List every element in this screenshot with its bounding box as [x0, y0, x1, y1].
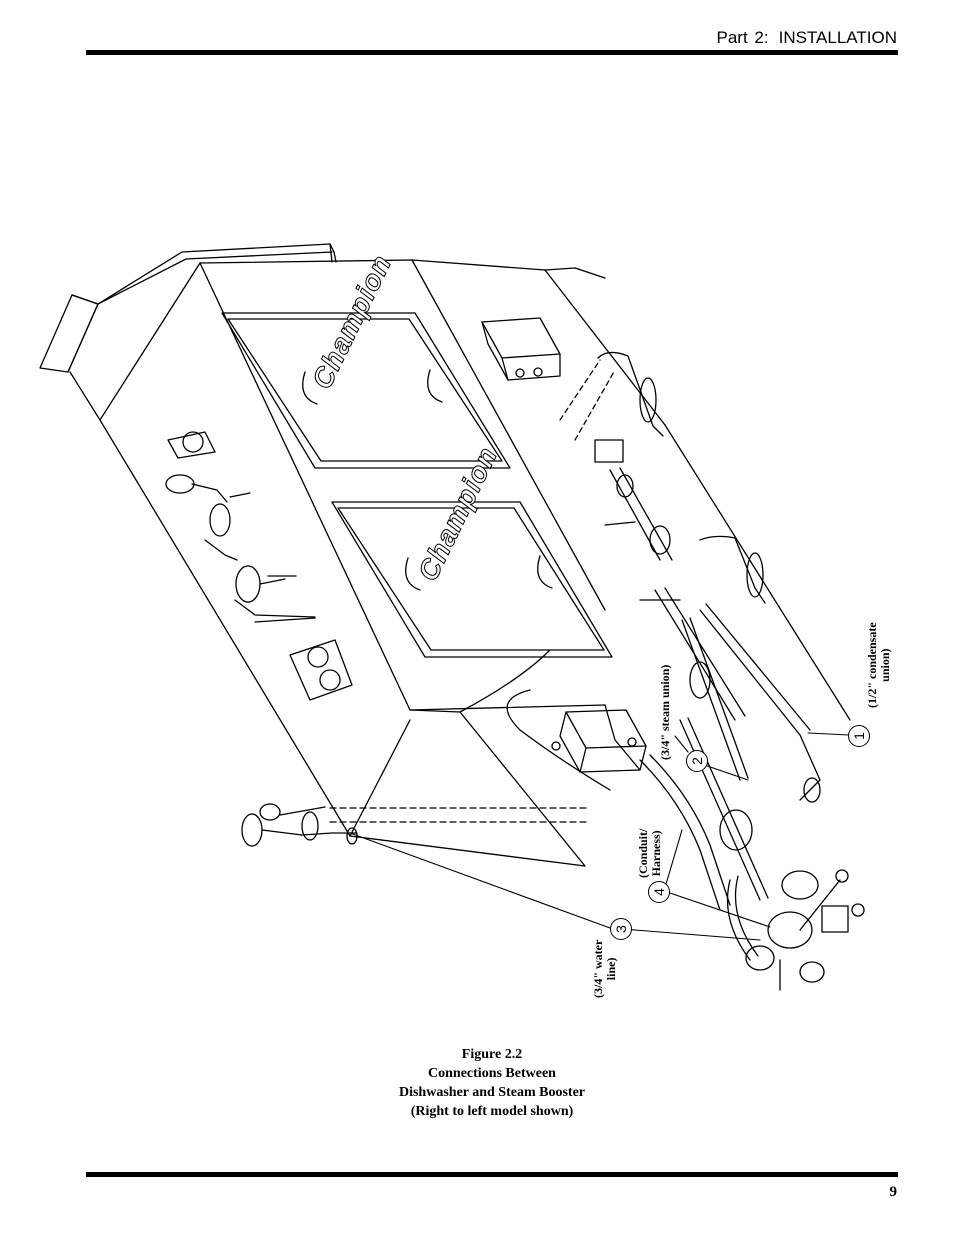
header-title: INSTALLATION	[778, 28, 897, 47]
callout-4: 4	[648, 881, 670, 903]
dishwasher-cabinet	[69, 259, 851, 867]
page-header: Part 2: INSTALLATION	[717, 28, 898, 48]
caption-figure-number: Figure 2.2	[461, 1047, 523, 1062]
header-section: Part 2:	[716, 28, 769, 47]
left-plumbing	[165, 474, 316, 623]
figure-caption: Figure 2.2 Connections Between Dishwashe…	[342, 1045, 642, 1121]
header-rule	[86, 50, 898, 55]
caption-line-3: Dishwasher and Steam Booster	[398, 1085, 586, 1100]
callout-2: 2	[686, 750, 708, 772]
footer-rule	[86, 1172, 898, 1177]
callout-4-label: (Conduit/ Harness)	[636, 828, 663, 878]
callout-3: 3	[610, 918, 632, 940]
callout-3-label: (3/4" water line)	[591, 939, 618, 998]
steam-booster-assembly	[719, 777, 865, 991]
callout-1: 1	[848, 725, 870, 747]
water-inlet	[241, 803, 591, 847]
callout-leaders	[349, 732, 850, 941]
control-box-upper	[481, 317, 561, 381]
temperature-gauge-upper	[167, 431, 216, 459]
caption-line-4: (Right to left model shown)	[410, 1104, 574, 1119]
callout-1-label: (1/2" condensate union)	[865, 622, 892, 708]
pressure-gauges-lower	[289, 639, 353, 701]
page-number: 9	[889, 1184, 898, 1200]
callout-2-label: (3/4" steam union)	[658, 664, 672, 760]
upper-door	[221, 312, 511, 469]
caption-line-2: Connections Between	[428, 1066, 556, 1081]
lower-door	[331, 501, 613, 658]
exhaust-hood	[39, 243, 337, 373]
